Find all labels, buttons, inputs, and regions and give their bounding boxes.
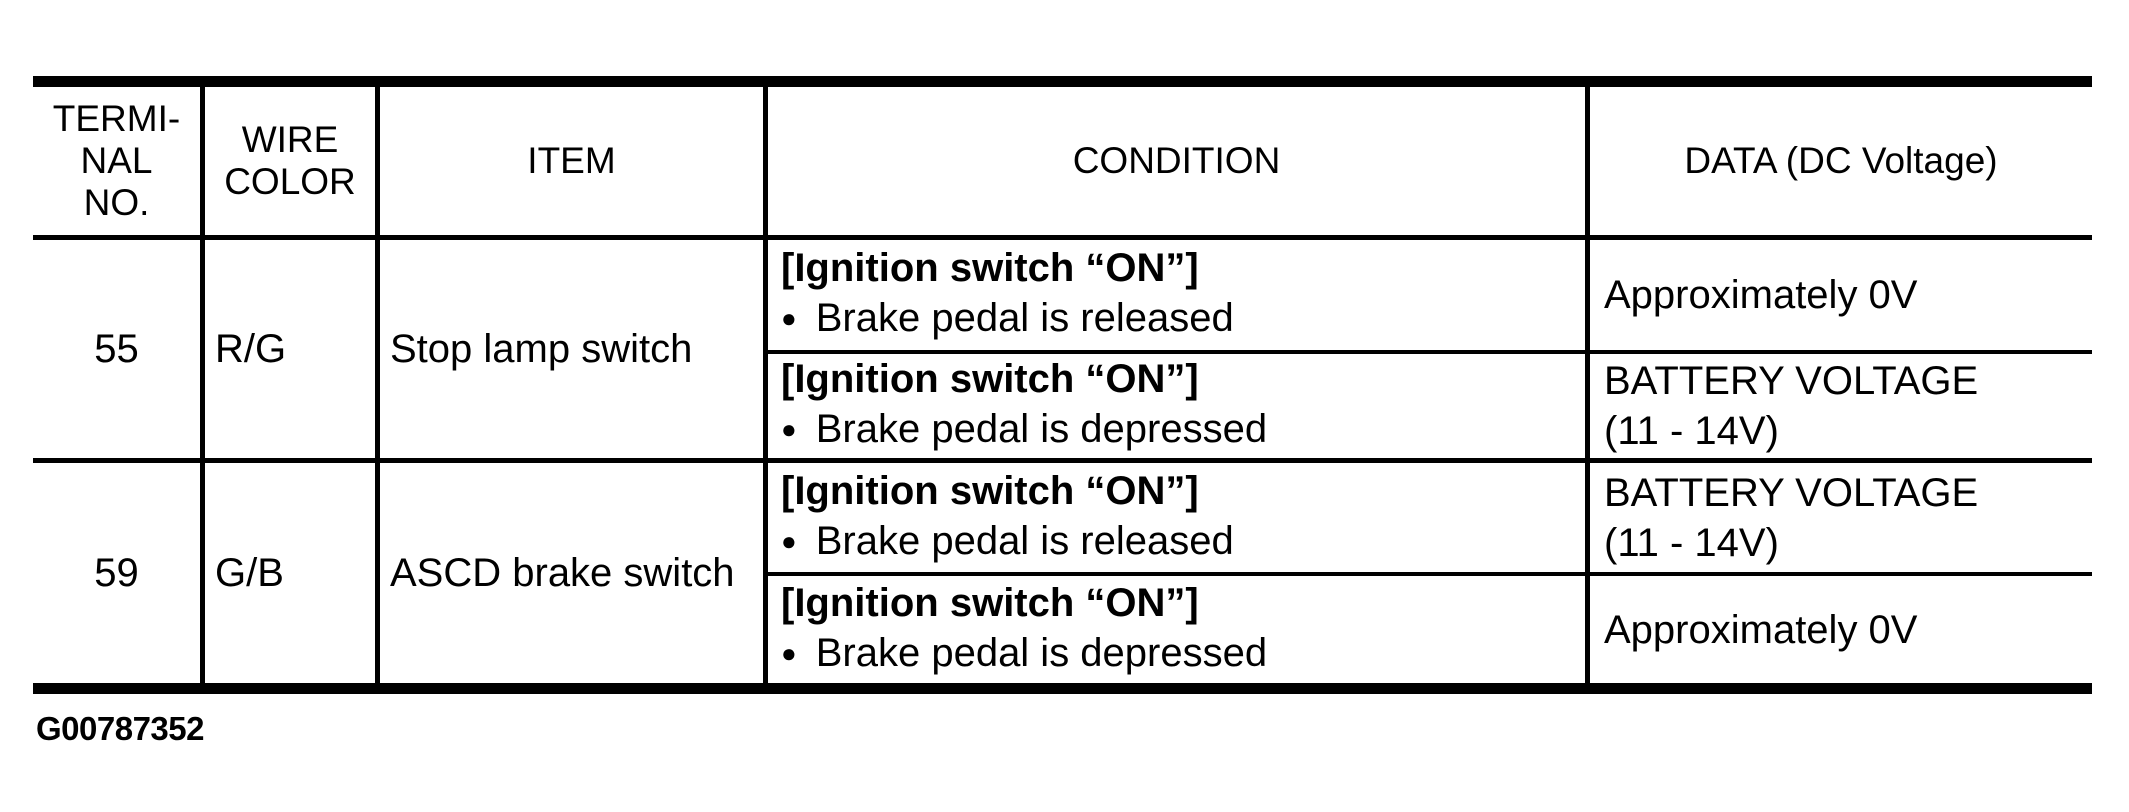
bullet-icon: ● <box>781 303 797 333</box>
condition-precondition: [Ignition switch “ON”] <box>781 468 1199 513</box>
cell-condition-55-released: [Ignition switch “ON”] ● Brake pedal is … <box>768 240 1590 354</box>
cell-terminal-no-59: 59 <box>33 463 205 683</box>
bullet-icon: ● <box>781 414 797 444</box>
cell-condition-59-released: [Ignition switch “ON”] ● Brake pedal is … <box>768 463 1590 576</box>
header-condition: CONDITION <box>768 87 1590 240</box>
cell-data-55-depressed: BATTERY VOLTAGE (11 - 14V) <box>1590 354 2092 463</box>
cell-wire-color-59: G/B <box>205 463 380 683</box>
condition-action-line: ● Brake pedal is depressed <box>781 628 1585 682</box>
header-terminal-line: TERMI- <box>52 98 181 139</box>
header-terminal-line: NAL <box>80 140 153 181</box>
condition-precondition: [Ignition switch “ON”] <box>781 357 1199 401</box>
data-value-line: BATTERY VOLTAGE <box>1604 359 1979 403</box>
condition-action-line: ● Brake pedal is released <box>781 516 1585 570</box>
cell-condition-55-depressed: [Ignition switch “ON”] ● Brake pedal is … <box>768 354 1590 463</box>
data-value-line: BATTERY VOLTAGE <box>1604 470 1979 515</box>
condition-action: Brake pedal is released <box>815 518 1234 563</box>
header-terminal-line: NO. <box>83 182 150 223</box>
header-wire-line: COLOR <box>224 161 356 202</box>
data-value-line: Approximately 0V <box>1604 607 1918 652</box>
condition-action: Brake pedal is released <box>815 296 1234 340</box>
bullet-icon: ● <box>781 525 797 556</box>
cell-item-59: ASCD brake switch <box>380 463 768 683</box>
header-item: ITEM <box>380 87 768 240</box>
condition-action: Brake pedal is depressed <box>815 407 1268 451</box>
header-wire-line: WIRE <box>241 119 339 160</box>
cell-data-59-released: BATTERY VOLTAGE (11 - 14V) <box>1590 463 2092 576</box>
cell-condition-59-depressed: [Ignition switch “ON”] ● Brake pedal is … <box>768 576 1590 683</box>
condition-action-line: ● Brake pedal is depressed <box>781 404 1585 458</box>
cell-item-55: Stop lamp switch <box>380 240 768 463</box>
condition-precondition: [Ignition switch “ON”] <box>781 246 1199 290</box>
condition-action: Brake pedal is depressed <box>815 630 1268 675</box>
cell-data-55-released: Approximately 0V <box>1590 240 2092 354</box>
cell-terminal-no-55: 55 <box>33 240 205 463</box>
bullet-icon: ● <box>781 637 797 668</box>
cell-data-59-depressed: Approximately 0V <box>1590 576 2092 683</box>
condition-action-line: ● Brake pedal is released <box>781 293 1585 347</box>
figure-id: G00787352 <box>36 710 205 747</box>
header-data-dc-voltage: DATA (DC Voltage) <box>1590 87 2092 240</box>
data-value-line: (11 - 14V) <box>1604 409 1779 453</box>
cell-wire-color-55: R/G <box>205 240 380 463</box>
diagnostic-table: TERMI- NAL NO. WIRE COLOR ITEM CONDITION… <box>33 76 2092 694</box>
condition-precondition: [Ignition switch “ON”] <box>781 580 1199 625</box>
header-wire-color: WIRE COLOR <box>205 87 380 240</box>
data-value-line: (11 - 14V) <box>1604 520 1779 565</box>
data-value-line: Approximately 0V <box>1604 273 1918 317</box>
header-terminal-no: TERMI- NAL NO. <box>33 87 205 240</box>
